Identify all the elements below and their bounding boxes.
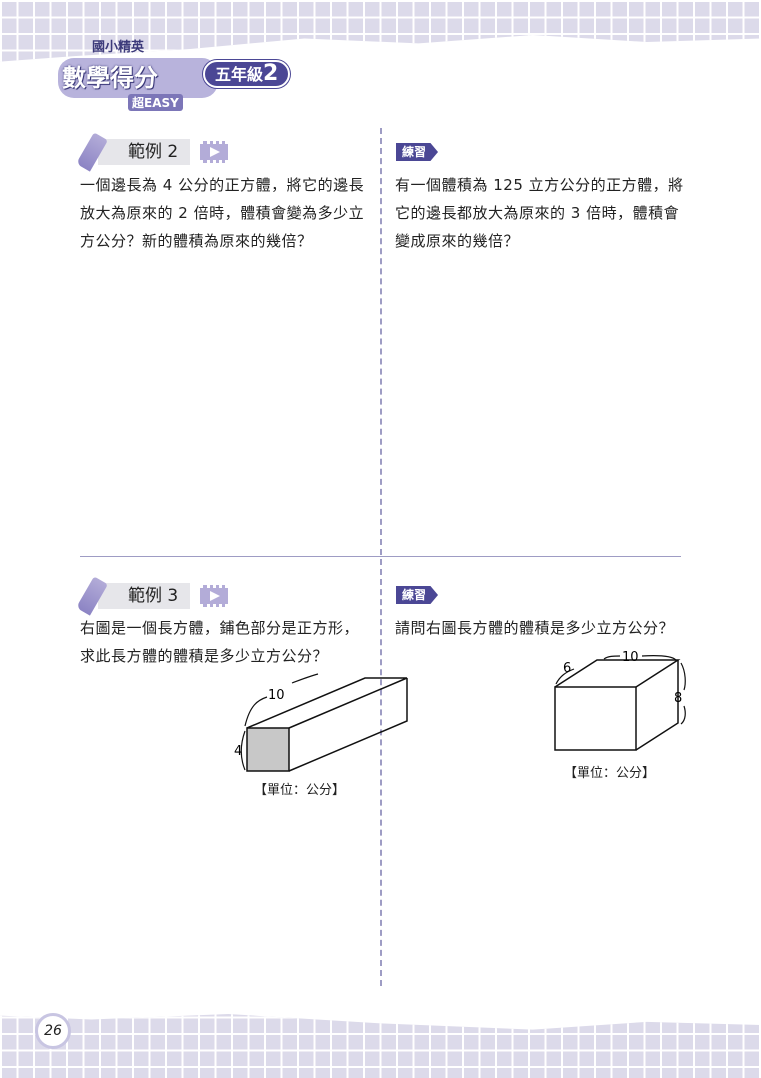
example-2-header: 範例 2 <box>76 132 229 172</box>
example-2-text: 一個邊長為 4 公分的正方體，將它的邊長放大為原來的 2 倍時，體積會變為多少立… <box>80 176 365 250</box>
example-3-cuboid <box>240 673 408 772</box>
video-play-icon[interactable] <box>200 585 229 607</box>
side-label: 4 <box>234 744 242 759</box>
page-number: 26 <box>35 1013 71 1049</box>
grid-header-background <box>0 0 761 62</box>
practice-cuboid <box>554 655 686 751</box>
section-divider <box>80 556 681 557</box>
unit-label: 【單位：公分】 <box>254 783 346 798</box>
practice-label: 練習 <box>396 586 439 604</box>
practice-2-text: 請問右圖長方體的體積是多少立方公分？ <box>395 619 675 637</box>
unit-label: 【單位：公分】 <box>564 766 656 781</box>
column-divider <box>380 128 382 986</box>
example-3-header: 範例 3 <box>76 576 229 616</box>
example-3-text: 右圖是一個長方體，鋪色部分是正方形，求此長方體的體積是多少立方公分？ <box>80 619 360 665</box>
practice-1-text: 有一個體積為 125 立方公分的正方體，將它的邊長都放大為原來的 3 倍時，體積… <box>395 176 684 250</box>
length-label: 10 <box>268 688 285 703</box>
grade-badge: 五年級2 <box>203 60 291 88</box>
video-play-icon[interactable] <box>200 141 229 163</box>
height-label: 8 <box>674 691 682 706</box>
width-label: 6 <box>563 661 571 676</box>
grid-footer-background <box>0 1014 761 1078</box>
length-label: 10 <box>622 650 639 665</box>
practice-label: 練習 <box>396 143 439 161</box>
